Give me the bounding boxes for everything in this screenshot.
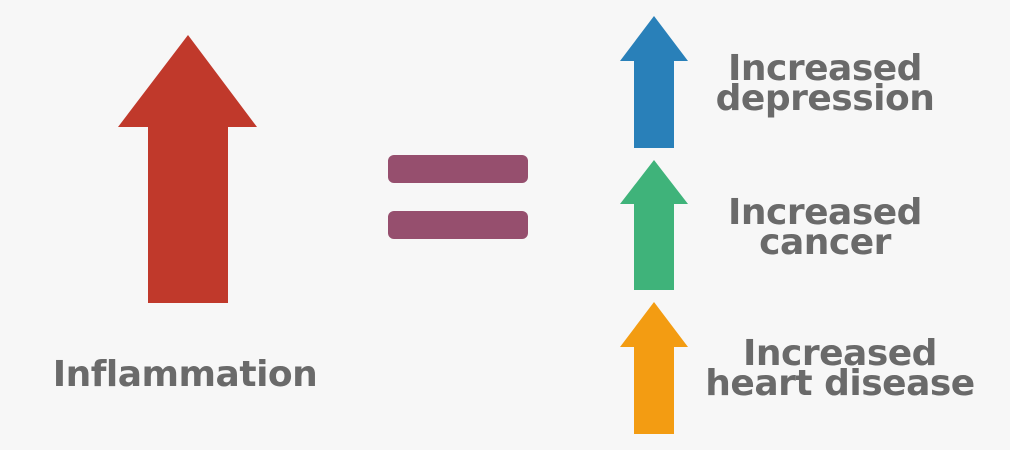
effect-arrow-2-shape	[620, 160, 688, 290]
effect-label-2-line2: cancer	[759, 221, 891, 263]
effect-label-1-line2: depression	[715, 77, 935, 119]
inflammation-label-text: Inflammation	[52, 354, 318, 395]
effect-label-3-line2: heart disease	[705, 362, 975, 404]
effect-arrow-3-shape	[620, 302, 688, 434]
large-up-arrow	[118, 35, 257, 303]
effect-label-heart-disease: Increased heart disease	[705, 333, 975, 404]
effect-label-1-line1: Increased	[728, 48, 922, 89]
effect-label-3-line1: Increased	[743, 333, 937, 374]
effect-arrow-1	[620, 16, 688, 148]
large-up-arrow-shape	[118, 35, 257, 303]
equals-sign-top-bar	[388, 155, 528, 183]
effect-arrow-2	[620, 160, 688, 290]
equals-sign-bottom-bar	[388, 211, 528, 239]
inflammation-label: Inflammation	[40, 357, 330, 393]
effect-label-2-line1: Increased	[728, 192, 922, 233]
effect-label-cancer: Increased cancer	[705, 192, 945, 263]
effect-arrow-3	[620, 302, 688, 434]
effect-label-depression: Increased depression	[705, 48, 945, 119]
effect-arrow-1-shape	[620, 16, 688, 148]
